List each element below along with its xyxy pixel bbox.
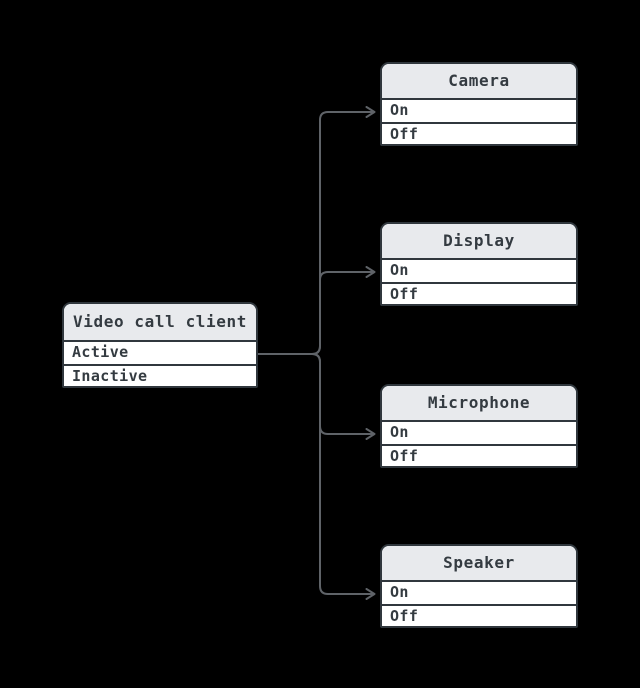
device-node-speaker: Speaker On Off bbox=[380, 544, 578, 628]
device-display-row-off: Off bbox=[382, 282, 576, 304]
device-node-display-title: Display bbox=[382, 224, 576, 260]
connector-client-to-speaker bbox=[257, 353, 376, 600]
device-speaker-row-off: Off bbox=[382, 604, 576, 626]
device-node-camera-title: Camera bbox=[382, 64, 576, 100]
device-display-row-on: On bbox=[382, 260, 576, 282]
device-microphone-row-on: On bbox=[382, 422, 576, 444]
client-row-active: Active bbox=[64, 342, 256, 364]
device-node-display: Display On Off bbox=[380, 222, 578, 306]
client-node-title: Video call client bbox=[64, 304, 256, 342]
device-node-camera: Camera On Off bbox=[380, 62, 578, 146]
client-node: Video call client Active Inactive bbox=[62, 302, 258, 388]
connector-client-to-camera bbox=[257, 106, 376, 355]
device-speaker-row-on: On bbox=[382, 582, 576, 604]
client-row-inactive: Inactive bbox=[64, 364, 256, 386]
device-camera-row-off: Off bbox=[382, 122, 576, 144]
connector-client-to-microphone bbox=[257, 353, 376, 440]
device-node-microphone: Microphone On Off bbox=[380, 384, 578, 468]
device-node-microphone-title: Microphone bbox=[382, 386, 576, 422]
device-node-speaker-title: Speaker bbox=[382, 546, 576, 582]
device-microphone-row-off: Off bbox=[382, 444, 576, 466]
connector-client-to-display bbox=[257, 266, 376, 355]
device-camera-row-on: On bbox=[382, 100, 576, 122]
